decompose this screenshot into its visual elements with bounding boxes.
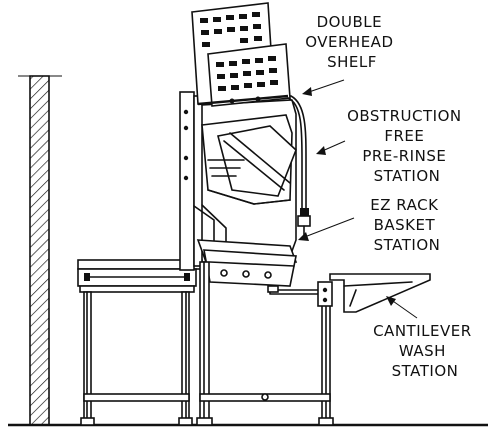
pre-rinse-faucet bbox=[287, 95, 311, 239]
label-line: WASH bbox=[399, 342, 446, 360]
pre-rinse-sink bbox=[201, 114, 297, 205]
label-line: FREE bbox=[384, 127, 424, 145]
label-basket-station: EZ RACK BASKET STATION bbox=[370, 196, 443, 254]
label-line: OVERHEAD bbox=[305, 33, 393, 51]
label-line: EZ RACK bbox=[370, 196, 439, 214]
machine-legs bbox=[196, 261, 334, 426]
leader-arrows bbox=[298, 79, 418, 319]
label-line: SHELF bbox=[327, 53, 377, 71]
label-line: STATION bbox=[374, 236, 441, 254]
label-pre-rinse-station: OBSTRUCTION FREE PRE-RINSE STATION bbox=[347, 107, 467, 185]
label-line: DOUBLE bbox=[317, 13, 382, 31]
label-line: OBSTRUCTION bbox=[347, 107, 462, 125]
label-line: CANTILEVER bbox=[373, 322, 472, 340]
machine-column bbox=[179, 91, 297, 271]
wall-column bbox=[18, 75, 62, 426]
overhead-shelf bbox=[191, 2, 291, 107]
label-line: BASKET bbox=[374, 216, 436, 234]
label-line: STATION bbox=[374, 167, 441, 185]
label-wash-station: CANTILEVER WASH STATION bbox=[373, 322, 477, 380]
cantilever-wash-station bbox=[317, 273, 431, 313]
label-line: STATION bbox=[392, 362, 459, 380]
label-line: PRE-RINSE bbox=[362, 147, 446, 165]
basket-station bbox=[196, 239, 323, 295]
left-table bbox=[77, 259, 203, 426]
label-double-overhead-shelf: DOUBLE OVERHEAD SHELF bbox=[305, 13, 399, 71]
